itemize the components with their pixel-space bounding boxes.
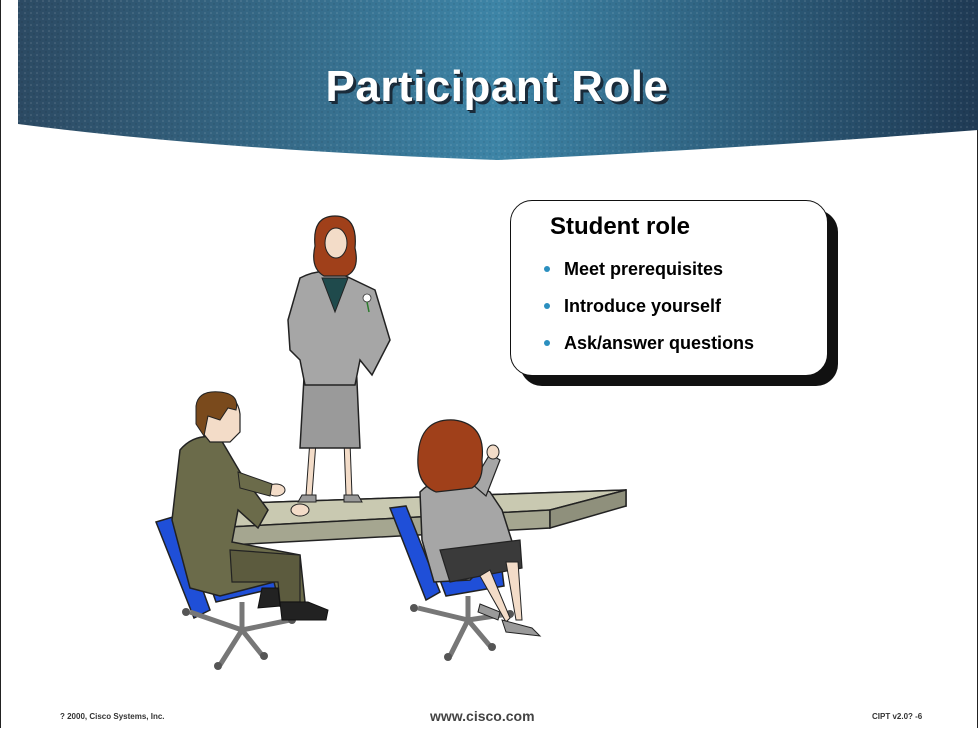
footer-copyright: ? 2000, Cisco Systems, Inc. <box>60 712 165 721</box>
footer-course-page: CIPT v2.0? -6 <box>872 712 923 721</box>
list-item: Introduce yourself <box>541 296 754 333</box>
bullet-icon <box>544 303 550 309</box>
list-item-label: Meet prerequisites <box>564 259 724 279</box>
list-item-label: Ask/answer questions <box>564 333 755 353</box>
list-item-label: Introduce yourself <box>564 296 722 316</box>
slide-title: Participant Role <box>325 62 669 111</box>
student-role-callout: Student role Meet prerequisites Introduc… <box>510 200 828 376</box>
bullet-icon <box>544 266 550 272</box>
callout-title: Student role <box>550 213 691 240</box>
list-item: Meet prerequisites <box>541 259 754 296</box>
callout-list: Meet prerequisites Introduce yourself As… <box>541 259 754 370</box>
list-item: Ask/answer questions <box>541 333 754 370</box>
bullet-icon <box>544 340 550 346</box>
seated-woman-icon <box>388 419 542 661</box>
footer-url: www.cisco.com <box>430 708 535 724</box>
seated-man-icon <box>155 391 329 670</box>
standing-woman-icon <box>287 215 391 503</box>
title-banner <box>18 0 978 168</box>
meeting-illustration <box>150 210 630 675</box>
